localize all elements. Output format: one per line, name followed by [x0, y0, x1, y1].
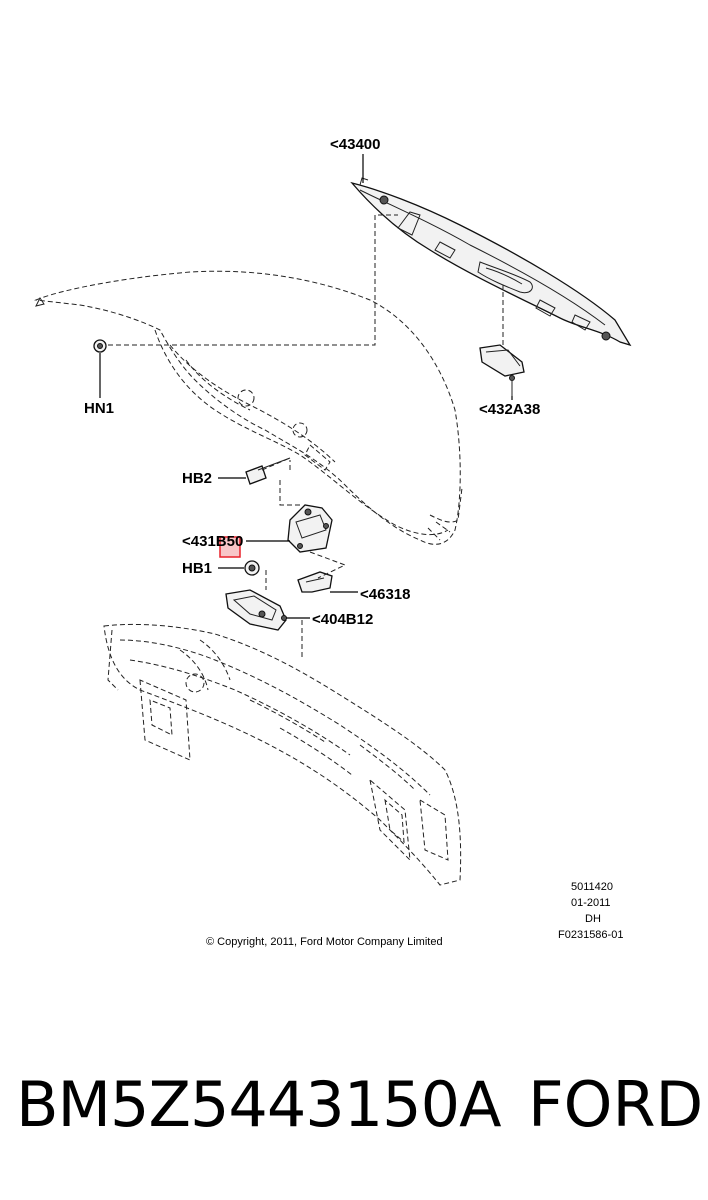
- lock-cylinder-bracket: [225, 570, 310, 660]
- license-lamp-switch: [479, 344, 525, 396]
- hn1-nut: [93, 339, 107, 398]
- highlight-marker: [219, 536, 241, 558]
- drawing-reference: F0231586-01: [558, 929, 623, 941]
- callout-404b12: <404B12: [312, 611, 373, 628]
- hb2-bolt: [218, 457, 291, 485]
- brand-name: FORD: [528, 1068, 704, 1141]
- drawing-number: 5011420: [571, 881, 613, 893]
- callout-hn1: HN1: [84, 400, 114, 417]
- drawing-code: DH: [585, 913, 601, 925]
- callout-hb2: HB2: [182, 470, 212, 487]
- tailgate-applique: [350, 177, 632, 347]
- trunk-lid-outline: [34, 270, 463, 545]
- drawing-date: 01-2011: [571, 897, 611, 909]
- callout-46318: <46318: [360, 586, 410, 603]
- latch-assembly: [246, 460, 333, 553]
- callout-432a38: <432A38: [479, 401, 540, 418]
- callout-431b50: <431B50: [182, 533, 243, 550]
- callout-hb1: HB1: [182, 560, 212, 577]
- copyright-notice: © Copyright, 2011, Ford Motor Company Li…: [206, 936, 443, 948]
- hb1-bolt: [218, 560, 260, 576]
- part-number: BM5Z5443150A: [16, 1068, 501, 1141]
- release-handle: [297, 551, 358, 593]
- leader-dash-43400: [108, 214, 398, 346]
- callout-43400: <43400: [330, 136, 380, 153]
- rear-body-panel: [103, 623, 462, 886]
